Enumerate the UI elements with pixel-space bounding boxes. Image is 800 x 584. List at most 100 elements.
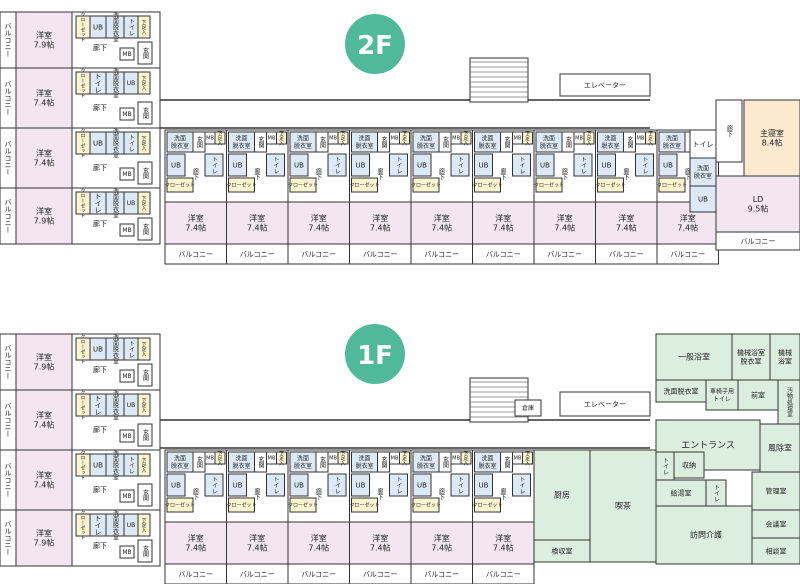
label-ub: UB [171,481,181,489]
label-closet: クローゼット [349,182,379,189]
label-corridor: 廊下 [684,167,691,181]
label-ub: UB [294,481,304,489]
label-toilet: トイレ [518,476,525,494]
label-entry: 玄関 [142,222,149,236]
label-balcony: バルコニー [4,23,12,58]
label-mb: MB [122,111,131,118]
label-wash-dress: 洗面脱衣室 [112,449,119,480]
room-ub [166,473,186,497]
label-shoes: 下足入 [340,451,346,466]
label-closet: クローゼット [80,450,86,480]
label-mb: MB [122,227,131,234]
label-mb: MB [268,136,276,142]
room-shoes [137,71,151,95]
label-inspect: 検収室 [552,546,573,555]
label-shoes: 下足入 [586,131,592,146]
room-toilet [389,153,408,177]
label-entry: 玄関 [142,488,149,502]
label-toilet: トイレ [580,156,587,174]
room-toilet [266,153,285,177]
room-shoes [645,131,656,145]
label-closet: クローゼット [165,182,195,189]
label-corridor: 廊下 [93,541,107,550]
label-ub: UB [93,345,103,353]
label-shoes: 下足入 [217,131,223,146]
room-shoes [214,131,226,145]
label-storage: 収納 [682,460,696,469]
room-storage [673,451,705,479]
label-closet: クローゼット [472,502,502,509]
room-ub [166,153,186,177]
room-closet [228,497,255,513]
room-visit-care [655,505,757,565]
label-entrance: エントランス [681,440,735,451]
label-closet: クローゼット [80,128,86,158]
label-closet: クローゼット [80,510,86,540]
floor-label: 1F [357,341,393,371]
label-mb: MB [329,456,337,462]
label-ub: UB [127,522,136,529]
room-western-79 [15,11,73,69]
room-machine-bath [731,333,771,381]
room-mb [119,167,135,181]
room-ub [689,185,717,213]
room-shoes [276,131,287,145]
label-closet: クローゼット [288,502,318,509]
label-ub: UB [356,481,366,489]
room-shoes [276,451,287,465]
room-shoes [137,453,151,477]
label-toilet: トイレ [94,73,102,94]
label-entry: 玄関 [142,544,149,558]
label-balcony: バルコニー [424,570,459,578]
label-corridor: 廊下 [93,485,107,494]
room-ld [715,175,800,233]
label-wash-dress: 洗面脱衣室 [112,509,119,540]
label-toilet: トイレ [211,156,218,174]
room-shoes [137,191,151,215]
room-shoes [214,451,226,465]
label-shoes: 下足入 [524,451,530,466]
label-closet: クローゼット [80,12,86,42]
label-wash-dress: 洗面脱衣室 [694,164,712,180]
room-shoes [522,451,533,465]
room-western-74 [595,201,658,245]
label-toilet: トイレ [395,156,402,174]
label-balcony: バルコニー [741,237,776,245]
label-shoes: 下足入 [141,458,147,473]
label-ub: UB [93,461,103,469]
label-toilet: トイレ [457,156,464,174]
room-ub [658,153,678,177]
room-toilet [266,473,285,497]
room-toilet [635,153,654,177]
room-entry [137,217,153,241]
label-wash-dress: 洗面脱衣室 [112,127,119,158]
label-shoes: 下足入 [340,131,346,146]
room-ub [228,473,247,497]
label-shoes: 下足入 [141,76,147,91]
label-corridor: 廊下 [376,487,383,501]
label-ub: UB [127,402,136,409]
label-balcony: バルコニー [486,570,521,578]
label-entry: 玄関 [442,455,449,469]
label-mb: MB [452,456,460,462]
label-toilet: トイレ [211,476,218,494]
label-closet: クローゼット [226,182,256,189]
room-corridor [715,99,743,163]
room-mb [119,429,135,443]
room-master [743,99,800,177]
room-dining [589,449,657,563]
label-closet: クローゼット [411,502,441,509]
label-wash-dress: 洗面脱衣室 [112,333,119,364]
room-western-74 [226,201,289,245]
label-wash-dress: 洗面脱衣室 [294,454,312,470]
label-mb: MB [122,433,131,440]
room-closet [351,497,378,513]
